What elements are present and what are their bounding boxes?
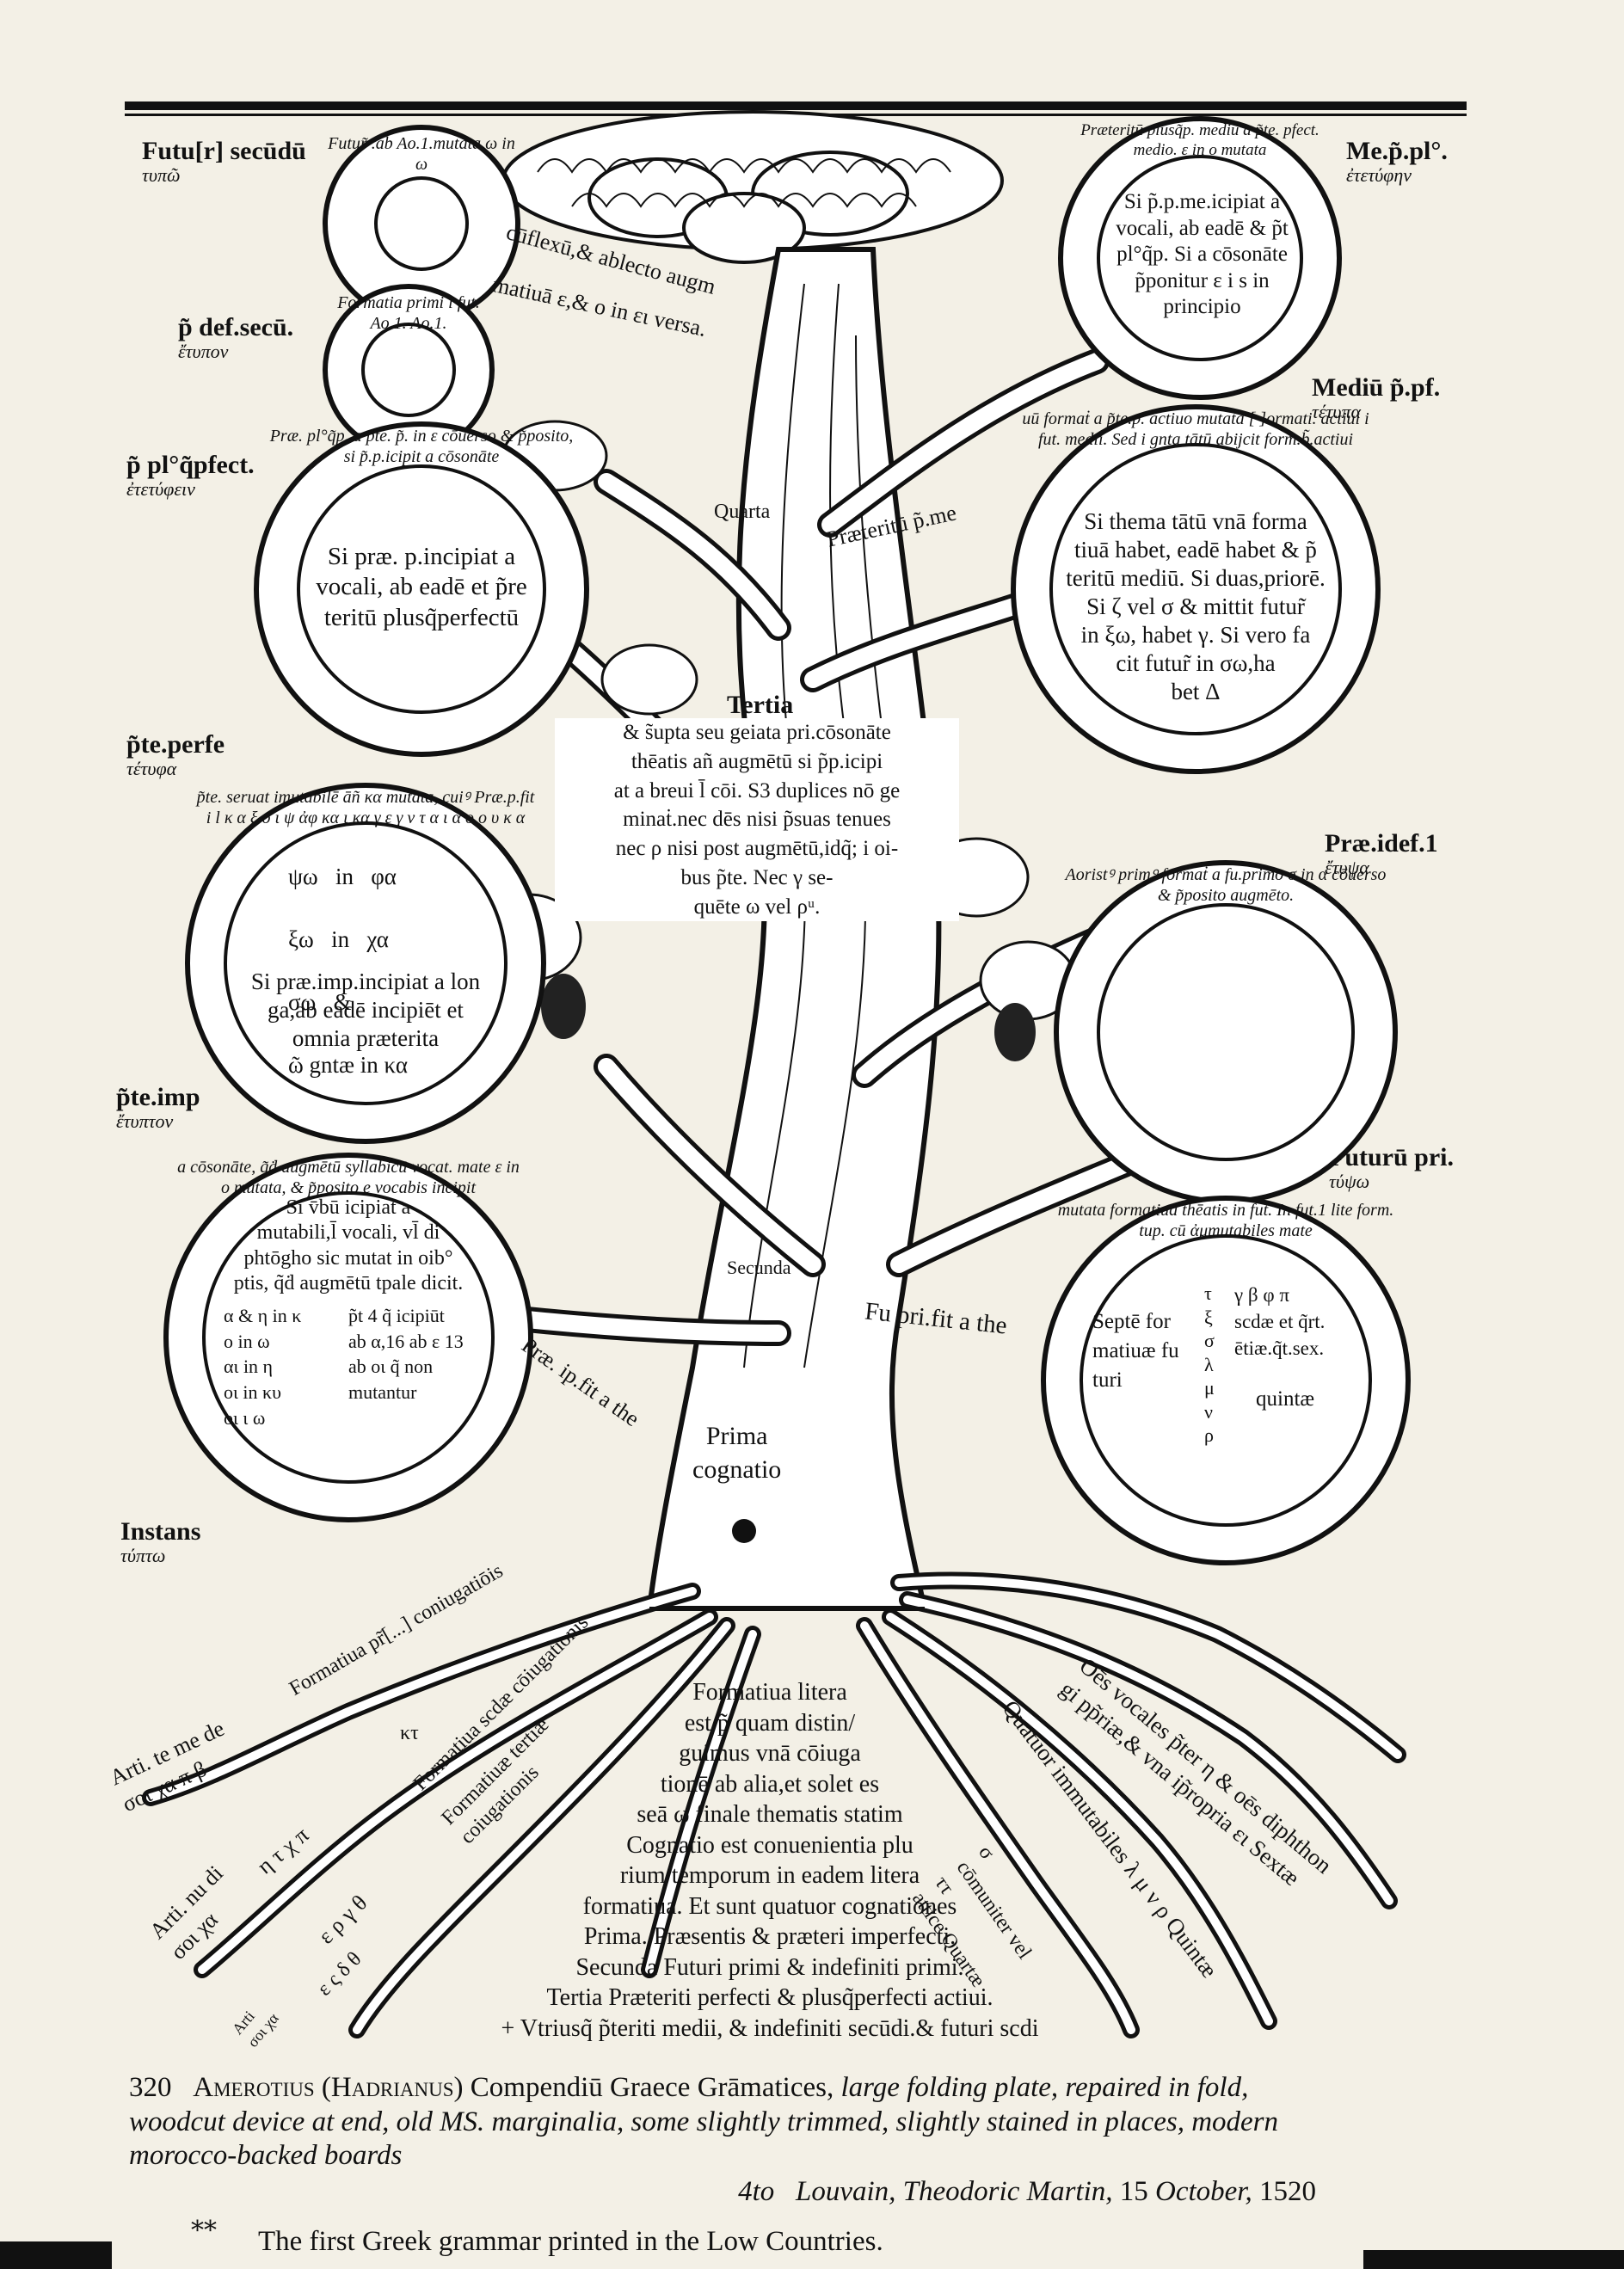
- note: The first Greek grammar printed in the L…: [258, 2226, 883, 2257]
- branch-label-tertia: Tertia: [727, 691, 794, 719]
- branch-label-prima-cognatio: Prima cognatio: [692, 1422, 782, 1484]
- format: 4to: [738, 2175, 775, 2207]
- circle-greek-column: α & η in κ ο in ω αι in η οι in κυ οι ι …: [224, 1305, 302, 1429]
- imprint: Louvain, Theodoric Martin,: [796, 2175, 1113, 2207]
- description: large folding plate, repaired in fold, w…: [129, 2072, 1279, 2172]
- circle-greek-column: τ ξ σ λ μ ν ρ: [1204, 1282, 1215, 1446]
- lot-number: 320: [129, 2072, 172, 2103]
- circle-greek-table: ψω in φα ξω in χα σω & ῶ gntæ in κα: [288, 864, 409, 1079]
- circle-ring-text: Formatia primi i fut. Ao.1. Ao.1.: [337, 293, 480, 334]
- circle-rule-text: Si v̄bū icipiat a mutabili,l̄ vocali, vl…: [233, 1196, 464, 1294]
- tense-circle-inner: [1097, 155, 1303, 361]
- branch-label: Secunda: [727, 1257, 791, 1278]
- book-title: Compendiū Graece Grāmatices,: [470, 2072, 834, 2103]
- branch-label: Quarta: [714, 501, 771, 523]
- circle-ring-text: p̃te. seruat imutabilē āñ κα mutata, cui…: [196, 788, 535, 828]
- central-root-text: Formatiua litera est p̃ quam distin/ gui…: [501, 1679, 1039, 2043]
- circle-text-quintae: quintæ: [1256, 1387, 1315, 1411]
- circle-ring-text: uū formaṫ a p̃te.p. actiuo mutata [ ]orm…: [1022, 409, 1369, 450]
- tense-circle-inner: [374, 176, 469, 271]
- circle-ring-text: Aoristꝰ primꝰ formaṫ a fu.primo σ in α c…: [1065, 865, 1387, 906]
- circle-text-left: Septē for matiuæ fu turi: [1092, 1310, 1179, 1392]
- tense-circle-inner: [1049, 443, 1342, 735]
- tense-circle-inner: [1080, 1234, 1372, 1527]
- catalogue-caption: 320 Amerotius (Hadrianus) Compendiū Grae…: [129, 2071, 1316, 2209]
- author: Amerotius (Hadrianus): [193, 2072, 464, 2103]
- circle-greek-column: p̃t 4 q̃ icipiūt ab α,16 ab ε 13 ab οι q…: [348, 1305, 464, 1404]
- scan-edge-left: [0, 2241, 112, 2269]
- circle-ring-text: Præteritū plusq̃p. mediū a p̃te. pfect. …: [1080, 121, 1320, 160]
- tense-label: p̃ def.secū.ἔτυπον: [178, 313, 294, 362]
- circle-rule-text: Si præ. p.incipiat a vocali, ab eadē et …: [316, 543, 527, 631]
- circle-ring-text: mutata formatiua thēatis in fut. In fut.…: [1057, 1201, 1394, 1241]
- circle-ring-text: Præ. pl°q̃p. a p̃te. p̃. in ε cōuerso & …: [269, 427, 574, 467]
- imprint-year: 1520: [1259, 2175, 1316, 2207]
- tense-label: p̃ pl°q̃pfect.ἐτετύφειν: [126, 451, 255, 500]
- circle-text-right: γ β φ π scdæ et q̃rt. ētiæ.q̃t.sex.: [1234, 1284, 1326, 1360]
- tense-circle-inner: [202, 1191, 495, 1484]
- root-label: κτ: [400, 1722, 419, 1744]
- circle-rule-text: Si p̃.p.me.icipiat a vocali, ab eadē & p…: [1116, 190, 1289, 318]
- scan-edge-right: [1363, 2250, 1624, 2269]
- tense-circle-inner: [224, 821, 508, 1105]
- tertia-rule-text: & s̃upta seu geiata pri.cōsonāte thēatis…: [555, 718, 959, 922]
- imprint-month: October,: [1155, 2175, 1252, 2207]
- imprint-day: 15: [1119, 2175, 1148, 2207]
- tense-label: Me.p̃.pl°.ἐτετύφην: [1346, 137, 1448, 186]
- tense-circle-inner: [297, 464, 546, 714]
- circle-ring-text: a cōsonāte, q̃ḋ augmētū syllabicū vocat.…: [177, 1158, 520, 1198]
- note-stars: **: [191, 2216, 217, 2246]
- tense-label: Mediū p̃.pf.τέτυπα: [1312, 373, 1441, 422]
- circle-ring-text: Futur̃ .ab Ao.1.mutata ω in ω: [328, 134, 515, 175]
- circle-rule-text: Si præ.imp.incipiat a lon ga,ab eadē inc…: [250, 968, 481, 1051]
- tense-circle-inner: [361, 323, 456, 417]
- circle-rule-text: Si thema tātū vnā forma tiuā habet, eadē…: [1066, 508, 1326, 704]
- tense-circle-inner: [1097, 903, 1355, 1161]
- imprint-line: 4to Louvain, Theodoric Martin, 15 Octobe…: [129, 2175, 1316, 2210]
